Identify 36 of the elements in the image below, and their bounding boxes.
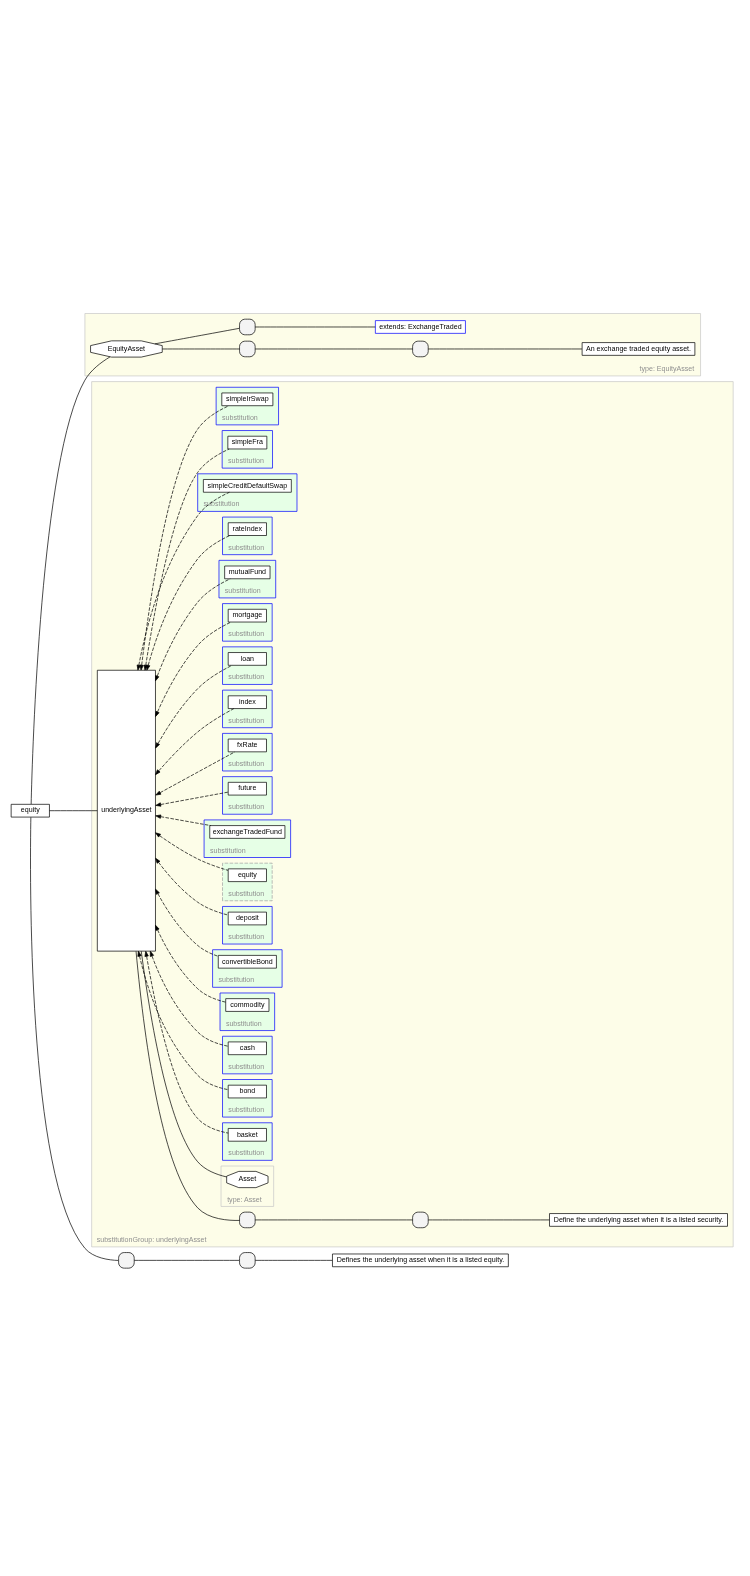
connector — [254, 1219, 413, 1221]
arrow — [144, 950, 229, 1134]
arrow — [155, 708, 235, 776]
node-box — [118, 1252, 135, 1269]
arrow — [155, 751, 236, 796]
connector — [30, 817, 119, 1261]
node-box — [239, 340, 256, 358]
arrow — [146, 535, 231, 671]
arrow — [155, 621, 232, 717]
arrow — [155, 578, 231, 682]
arrow — [143, 448, 230, 671]
connector — [154, 327, 240, 345]
node-box — [239, 1252, 256, 1269]
arrow — [155, 665, 233, 749]
arrow — [149, 950, 229, 1047]
arrow — [155, 832, 229, 871]
connector — [133, 1260, 240, 1261]
connector — [135, 951, 240, 1221]
connector — [254, 1260, 333, 1261]
arrow — [155, 888, 219, 957]
arrow — [155, 814, 212, 826]
node-box — [239, 318, 256, 336]
node-box — [412, 340, 429, 358]
node-box — [412, 1211, 429, 1229]
connector — [30, 356, 111, 805]
connector — [427, 1219, 550, 1221]
arrow — [155, 924, 226, 1003]
arrow — [155, 791, 229, 807]
connector — [254, 348, 413, 350]
connector — [49, 810, 98, 812]
arrow — [155, 857, 229, 916]
connector — [161, 348, 240, 350]
connector — [140, 950, 227, 1178]
node-box — [239, 1211, 256, 1229]
arrow — [137, 950, 229, 1091]
arrow — [139, 405, 230, 671]
